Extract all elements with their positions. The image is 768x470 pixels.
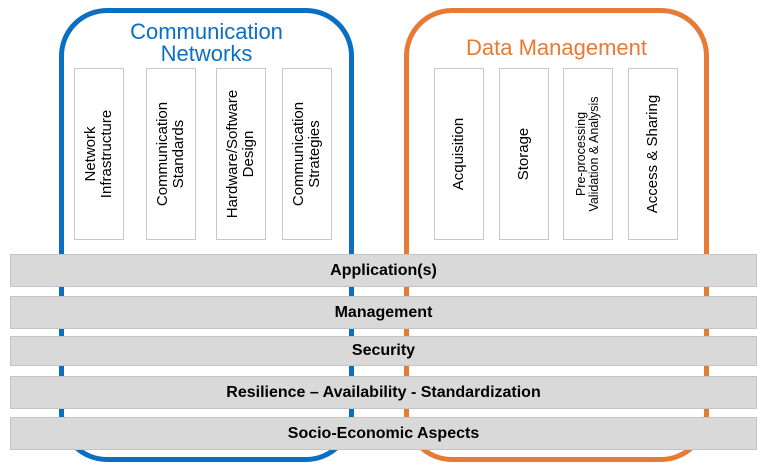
column-communication-standards: Communication Standards (146, 68, 196, 240)
layer-applications: Application(s) (10, 254, 757, 287)
column-acquisition: Acquisition (434, 68, 484, 240)
layer-management: Management (10, 296, 757, 329)
column-label: Storage (515, 127, 532, 181)
column-label: Network Infrastructure (82, 109, 115, 199)
column-label: Acquisition (450, 117, 467, 191)
column-label: Hardware/Software Design (224, 89, 257, 219)
column-label: Access & Sharing (644, 94, 661, 214)
layer-socio-economic: Socio-Economic Aspects (10, 417, 757, 450)
column-label: Pre-processing Validation & Analysis (574, 96, 601, 212)
data-management-group: Data Management (404, 8, 709, 462)
column-hardware-software-design: Hardware/Software Design (216, 68, 266, 240)
column-network-infrastructure: Network Infrastructure (74, 68, 124, 240)
communication-networks-title: Communication Networks (64, 21, 349, 65)
column-access-sharing: Access & Sharing (628, 68, 678, 240)
column-storage: Storage (499, 68, 549, 240)
title-line-1: Communication (130, 19, 283, 44)
column-label: Communication Standards (154, 101, 187, 207)
data-management-title: Data Management (466, 35, 647, 60)
title-line-2: Networks (160, 41, 253, 66)
column-label: Communication Strategies (290, 101, 323, 207)
layer-resilience: Resilience – Availability - Standardizat… (10, 376, 757, 409)
layer-security: Security (10, 336, 757, 366)
column-communication-strategies: Communication Strategies (282, 68, 332, 240)
communication-networks-group: Communication Networks (59, 8, 354, 462)
column-preprocessing: Pre-processing Validation & Analysis (563, 68, 613, 240)
